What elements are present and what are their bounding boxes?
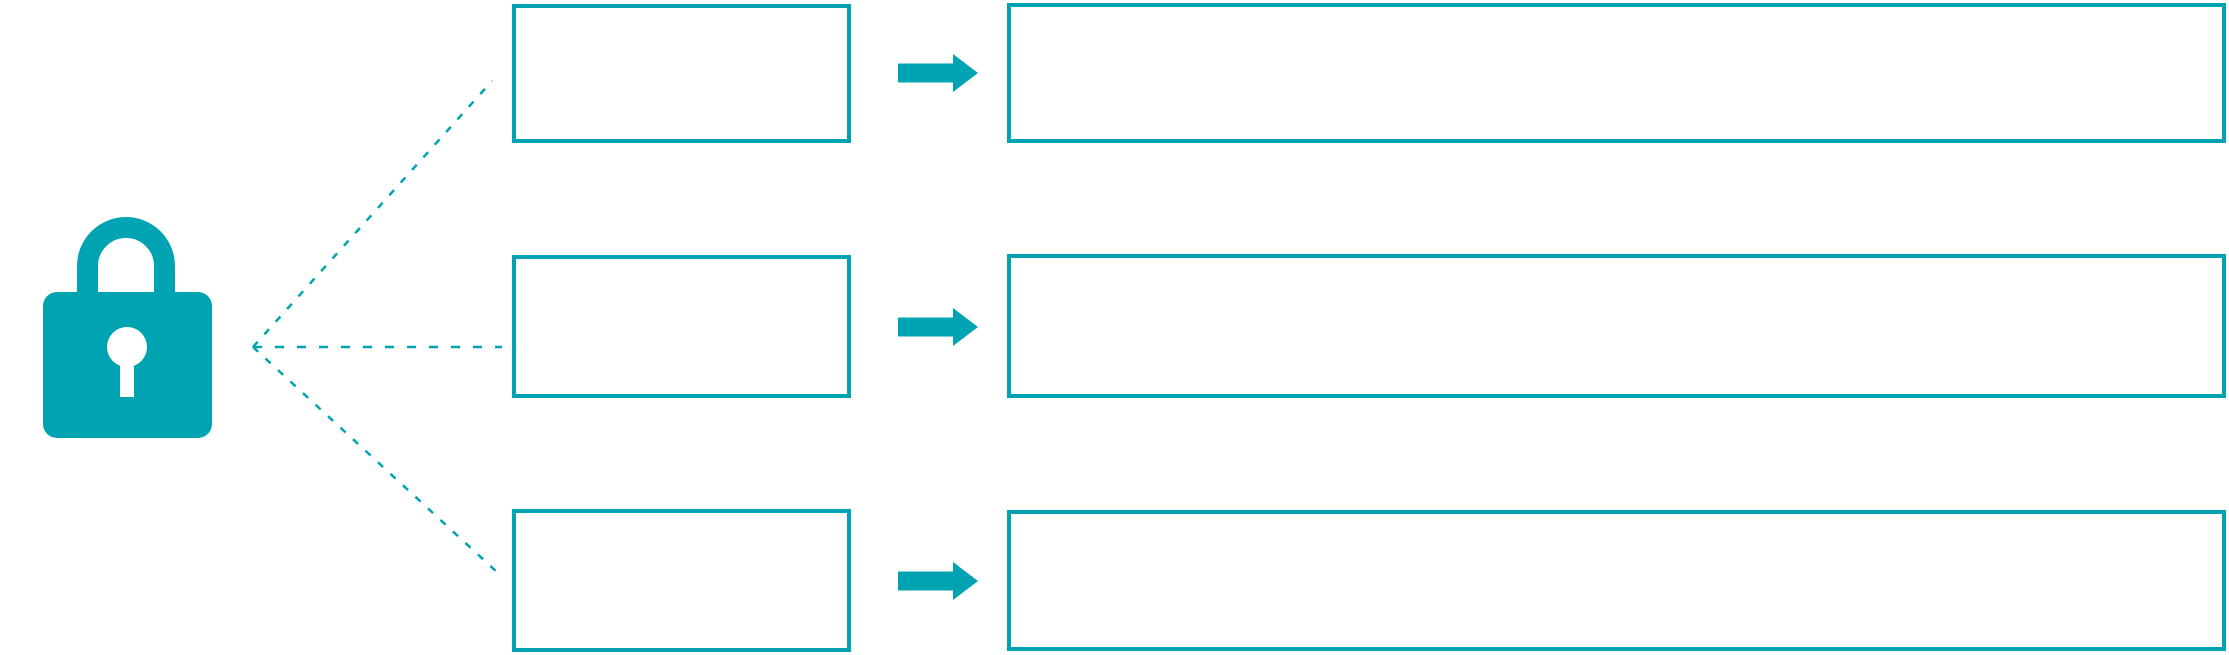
right-arrow-icon [898, 54, 978, 92]
source-box [512, 4, 851, 143]
lock-keyhole-stem [120, 347, 134, 397]
padlock-icon [43, 217, 212, 438]
source-box [512, 509, 851, 652]
target-box [1007, 510, 2226, 651]
target-box [1007, 254, 2226, 398]
connector-lines [252, 80, 502, 574]
target-box [1007, 3, 2226, 143]
connector-line-bottom [252, 346, 499, 574]
right-arrow-icon [898, 308, 978, 346]
source-box [512, 255, 851, 398]
right-arrow-icon [898, 562, 978, 600]
connector-line-top [252, 80, 493, 348]
lock-shackle [77, 217, 175, 296]
